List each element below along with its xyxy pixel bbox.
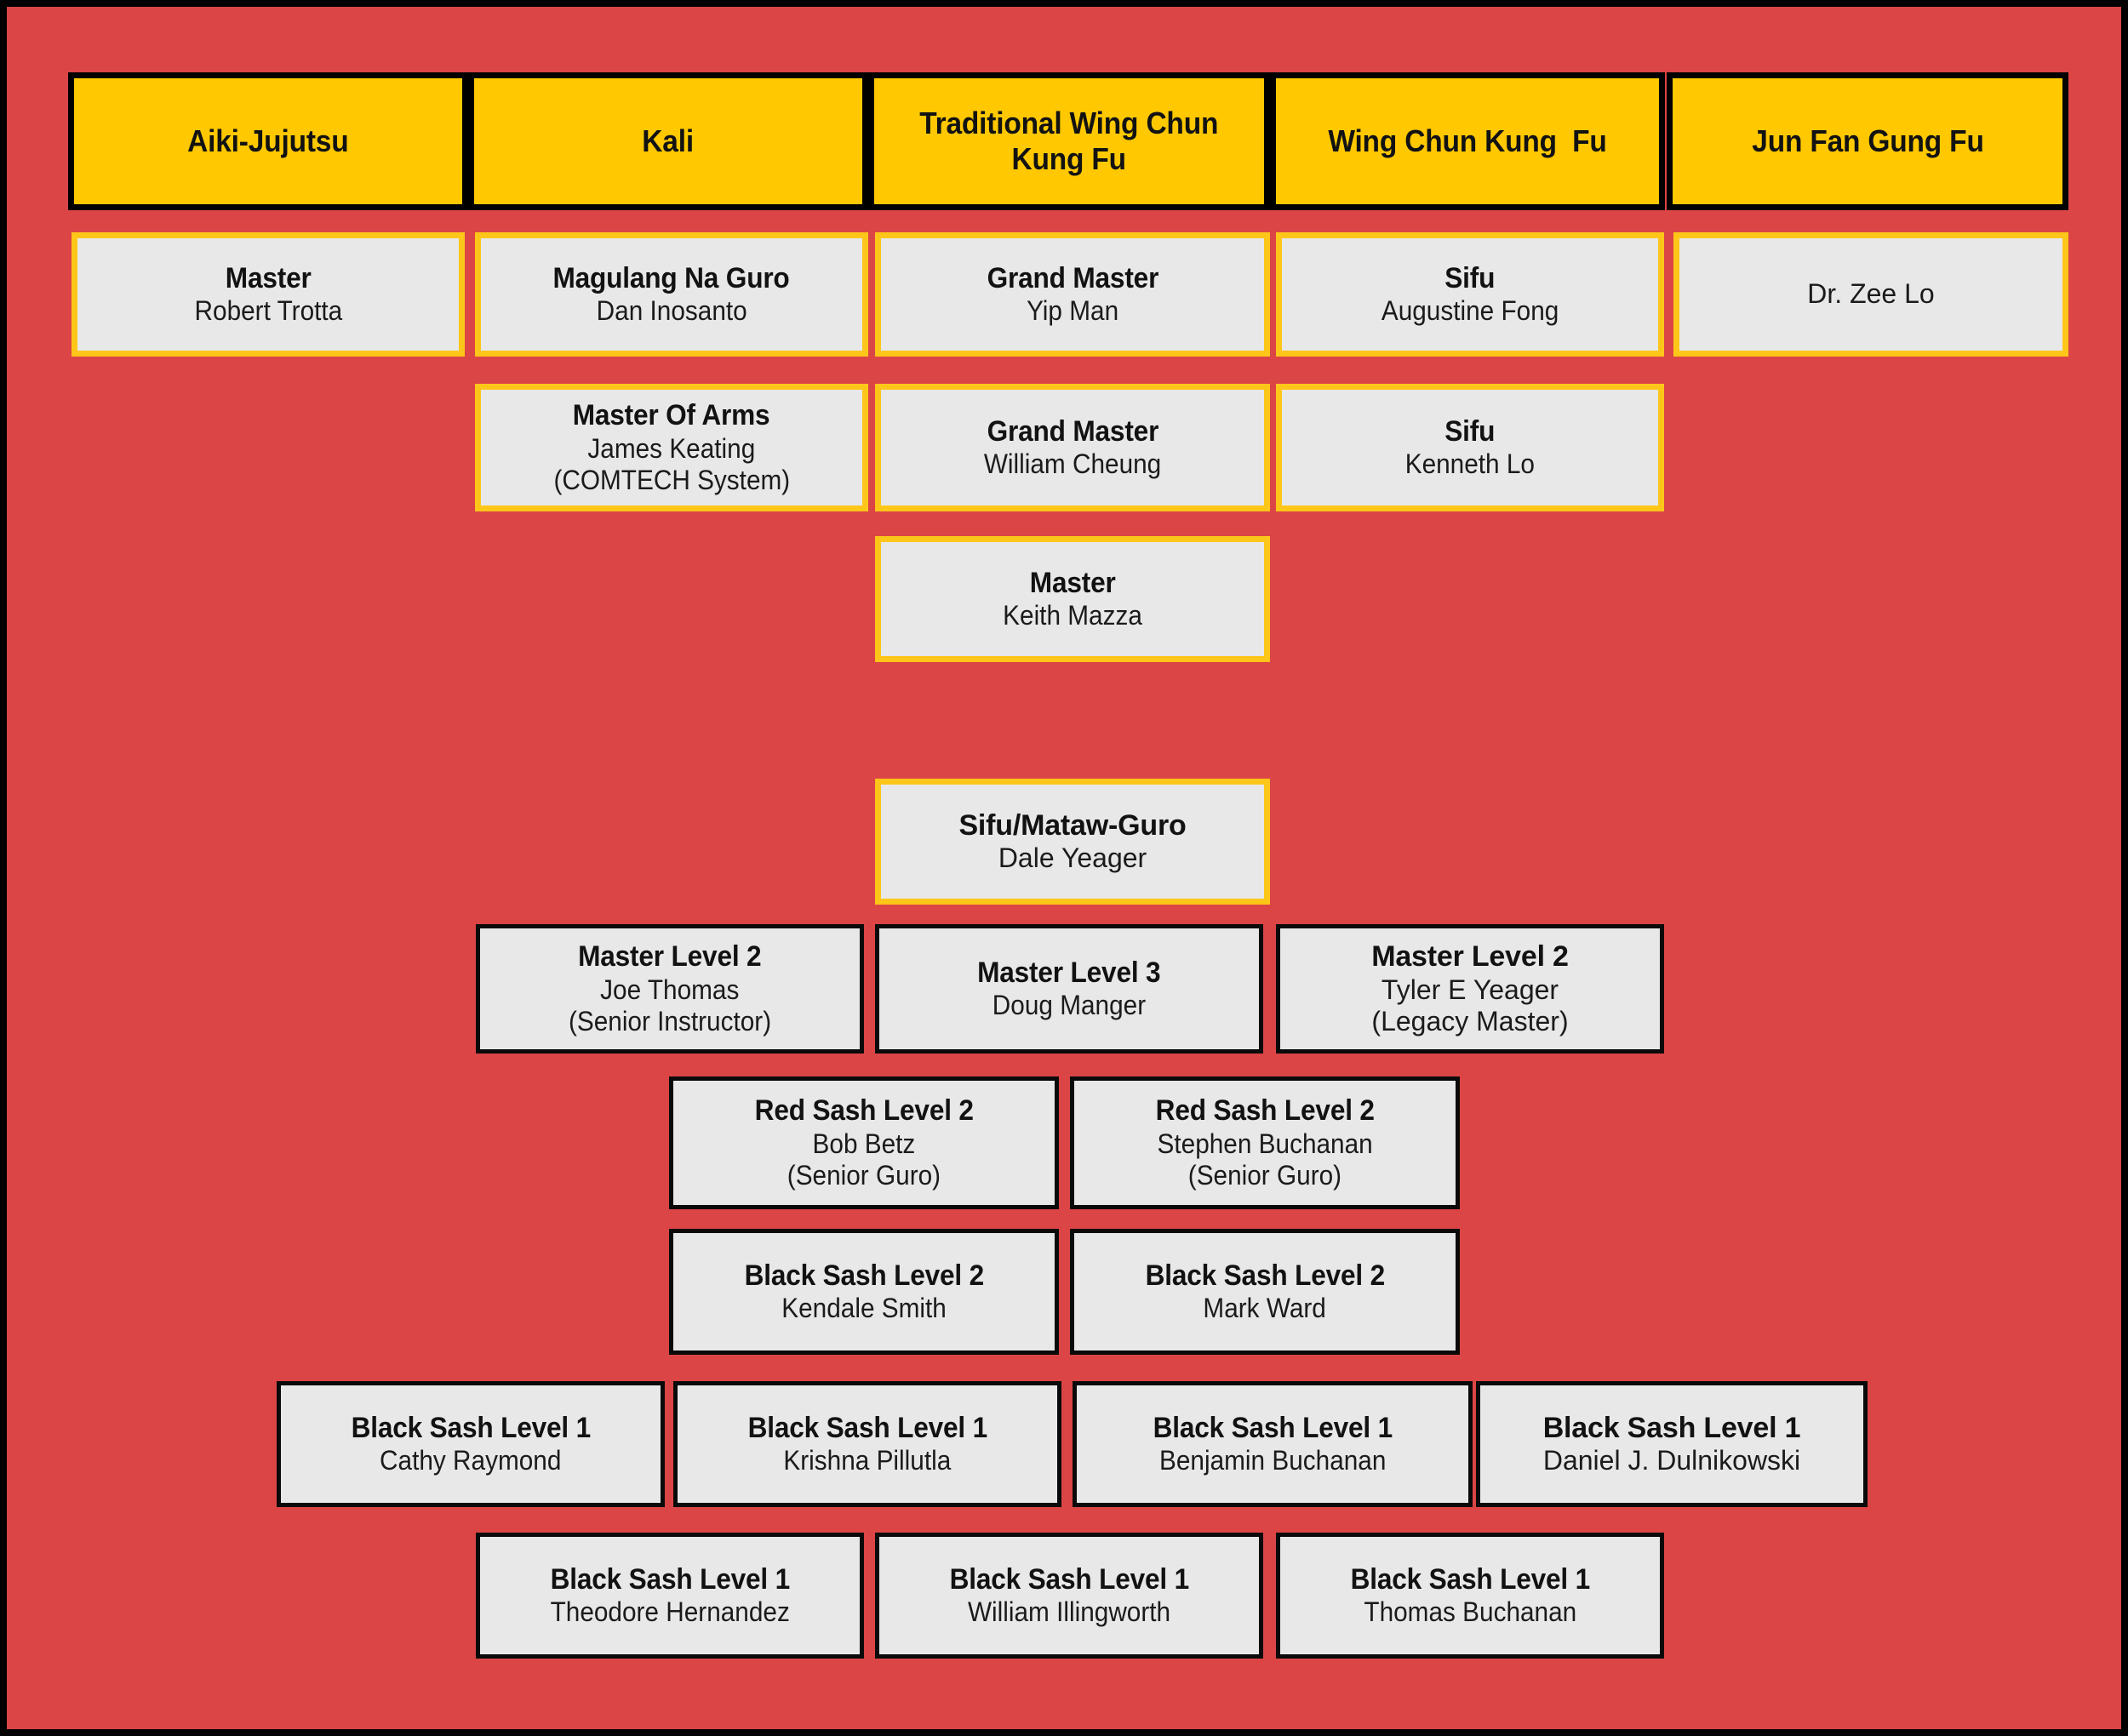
node-name: James Keating	[587, 432, 756, 464]
node-title: Master Level 2	[578, 940, 762, 974]
node-title: Master Level 2	[1371, 940, 1569, 974]
black-sash-1-node-daniel-j-dulnikowski[interactable]: Black Sash Level 1 Daniel J. Dulnikowski	[1476, 1381, 1868, 1507]
node-title: Red Sash Level 2	[754, 1094, 974, 1128]
node-title: Black Sash Level 1	[550, 1562, 790, 1596]
lineage-node-james-keating[interactable]: Master Of Arms James Keating (COMTECH Sy…	[475, 384, 868, 511]
header-wing-chun-kung-fu[interactable]: Wing Chun Kung Fu	[1270, 72, 1665, 210]
lineage-node-dan-inosanto[interactable]: Magulang Na Guro Dan Inosanto	[475, 232, 868, 357]
lineage-node-dr-zee-lo[interactable]: Dr. Zee Lo	[1673, 232, 2068, 357]
node-name: Tyler E Yeager	[1381, 974, 1559, 1005]
node-title: Master Of Arms	[573, 399, 770, 432]
node-title: Black Sash Level 1	[1153, 1411, 1393, 1444]
black-sash-1-node-thomas-buchanan[interactable]: Black Sash Level 1 Thomas Buchanan	[1276, 1533, 1664, 1659]
node-title: Master	[225, 261, 312, 294]
node-title: Black Sash Level 1	[351, 1411, 591, 1444]
node-subtitle: (Senior Instructor)	[568, 1005, 772, 1036]
node-subtitle: (Senior Guro)	[1187, 1159, 1342, 1191]
red-sash-node-bob-betz[interactable]: Red Sash Level 2 Bob Betz (Senior Guro)	[669, 1076, 1059, 1209]
black-sash-1-node-cathy-raymond[interactable]: Black Sash Level 1 Cathy Raymond	[277, 1381, 665, 1507]
node-name: William Illingworth	[967, 1596, 1171, 1628]
node-name: Yip Man	[1026, 295, 1119, 327]
node-name: Joe Thomas	[600, 974, 740, 1005]
black-sash-2-node-kendale-smith[interactable]: Black Sash Level 2 Kendale Smith	[669, 1229, 1059, 1355]
node-title: Master	[1029, 566, 1116, 599]
red-sash-node-stephen-buchanan[interactable]: Red Sash Level 2 Stephen Buchanan (Senio…	[1070, 1076, 1460, 1209]
master-node-doug-manger[interactable]: Master Level 3 Doug Manger	[875, 924, 1263, 1054]
chart-canvas: Aiki-Jujutsu Kali Traditional Wing Chun …	[7, 7, 2121, 1729]
node-title: Black Sash Level 1	[747, 1411, 987, 1444]
node-name: Keith Mazza	[1003, 600, 1142, 631]
node-title: Sifu/Mataw-Guro	[958, 808, 1187, 842]
black-sash-1-node-theodore-hernandez[interactable]: Black Sash Level 1 Theodore Hernandez	[476, 1533, 864, 1659]
black-sash-1-node-krishna-pillutla[interactable]: Black Sash Level 1 Krishna Pillutla	[673, 1381, 1061, 1507]
node-title: Grand Master	[987, 261, 1158, 294]
node-name: Kendale Smith	[781, 1293, 947, 1324]
node-name: Thomas Buchanan	[1364, 1596, 1576, 1628]
lineage-node-keith-mazza[interactable]: Master Keith Mazza	[875, 536, 1270, 662]
node-title: Red Sash Level 2	[1155, 1094, 1375, 1128]
header-jun-fan-gung-fu[interactable]: Jun Fan Gung Fu	[1667, 72, 2068, 210]
node-name: Kenneth Lo	[1404, 448, 1536, 480]
node-title: Black Sash Level 2	[1145, 1259, 1385, 1292]
node-name: Cathy Raymond	[380, 1445, 562, 1476]
master-node-tyler-e-yeager[interactable]: Master Level 2 Tyler E Yeager (Legacy Ma…	[1276, 924, 1664, 1054]
node-name: Bob Betz	[812, 1128, 916, 1159]
head-instructor-dale-yeager[interactable]: Sifu/Mataw-Guro Dale Yeager	[875, 779, 1270, 905]
node-title: Black Sash Level 1	[1542, 1411, 1801, 1444]
header-label: Aiki-Jujutsu	[187, 123, 349, 159]
lineage-node-augustine-fong[interactable]: Sifu Augustine Fong	[1276, 232, 1664, 357]
black-sash-2-node-mark-ward[interactable]: Black Sash Level 2 Mark Ward	[1070, 1229, 1460, 1355]
node-name: Daniel J. Dulnikowski	[1542, 1445, 1801, 1476]
node-title: Sifu	[1444, 261, 1496, 294]
header-aiki-jujutsu[interactable]: Aiki-Jujutsu	[68, 72, 468, 210]
node-subtitle: (Senior Guro)	[787, 1159, 941, 1191]
node-name: Benjamin Buchanan	[1158, 1445, 1387, 1476]
black-sash-1-node-william-illingworth[interactable]: Black Sash Level 1 William Illingworth	[875, 1533, 1263, 1659]
header-label: Kali	[642, 123, 695, 159]
node-name: Dan Inosanto	[596, 295, 747, 327]
node-title: Master Level 3	[977, 956, 1161, 989]
header-label: Jun Fan Gung Fu	[1751, 123, 1984, 159]
lineage-node-robert-trotta[interactable]: Master Robert Trotta	[72, 232, 465, 357]
node-name: Doug Manger	[992, 990, 1147, 1021]
node-title: Black Sash Level 1	[949, 1562, 1189, 1596]
node-subtitle: (Legacy Master)	[1371, 1005, 1569, 1036]
node-name: Augustine Fong	[1381, 295, 1559, 327]
lineage-node-william-cheung[interactable]: Grand Master William Cheung	[875, 384, 1270, 511]
lineage-node-kenneth-lo[interactable]: Sifu Kenneth Lo	[1276, 384, 1664, 511]
black-sash-1-node-benjamin-buchanan[interactable]: Black Sash Level 1 Benjamin Buchanan	[1073, 1381, 1473, 1507]
node-name: William Cheung	[983, 448, 1162, 480]
node-name: Stephen Buchanan	[1157, 1128, 1373, 1159]
header-traditional-wing-chun-kung-fu[interactable]: Traditional Wing Chun Kung Fu	[868, 72, 1270, 210]
node-name: Krishna Pillutla	[783, 1445, 952, 1476]
node-name: Robert Trotta	[194, 295, 342, 327]
node-name: Dr. Zee Lo	[1807, 278, 1935, 310]
node-title: Grand Master	[987, 414, 1158, 448]
node-name: Mark Ward	[1203, 1293, 1327, 1324]
header-label: Wing Chun Kung Fu	[1328, 123, 1607, 159]
node-title: Magulang Na Guro	[552, 261, 791, 294]
node-name: Theodore Hernandez	[550, 1596, 790, 1628]
node-title: Black Sash Level 1	[1350, 1562, 1590, 1596]
node-title: Sifu	[1444, 414, 1496, 448]
lineage-node-yip-man[interactable]: Grand Master Yip Man	[875, 232, 1270, 357]
node-title: Black Sash Level 2	[744, 1259, 984, 1292]
node-name: Dale Yeager	[998, 842, 1147, 874]
node-subtitle: (COMTECH System)	[553, 464, 790, 495]
header-kali[interactable]: Kali	[468, 72, 868, 210]
header-label: Traditional Wing Chun Kung Fu	[919, 106, 1219, 176]
master-node-joe-thomas[interactable]: Master Level 2 Joe Thomas (Senior Instru…	[476, 924, 864, 1054]
